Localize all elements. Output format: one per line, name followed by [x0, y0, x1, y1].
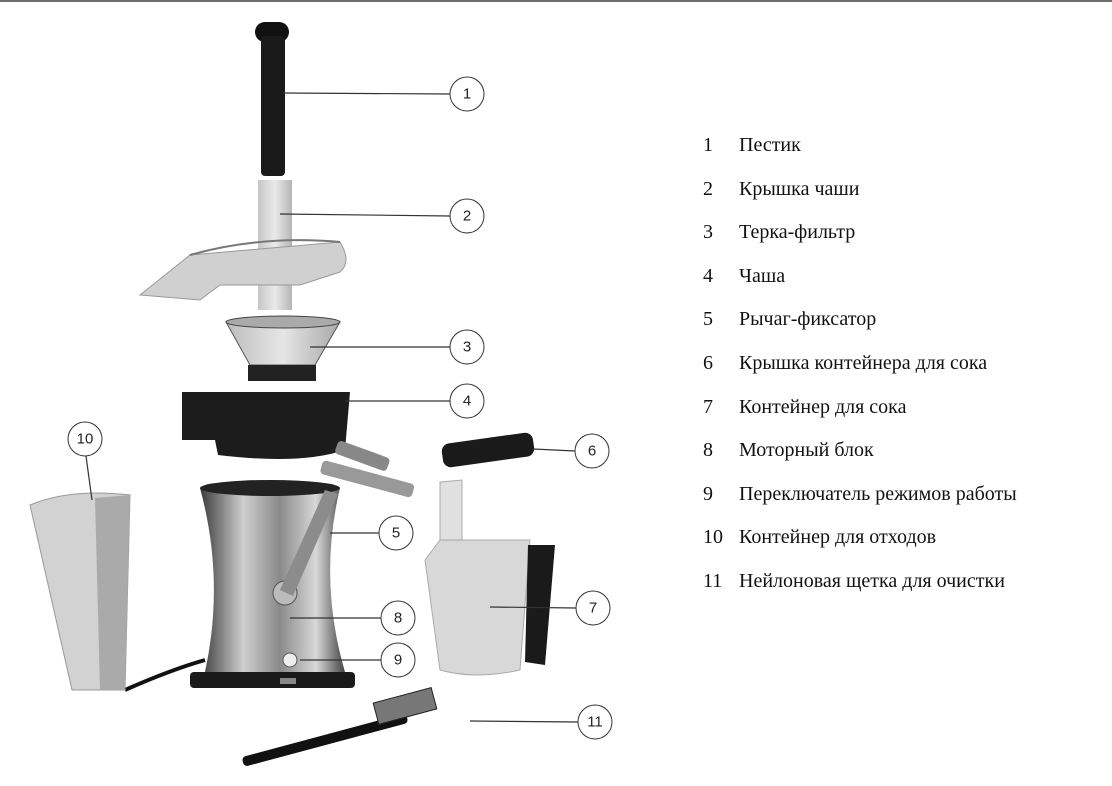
legend-item: 7 Контейнер для сока	[703, 396, 1017, 440]
legend-item: 10 Контейнер для отходов	[703, 526, 1017, 570]
callout-10: 10	[67, 421, 103, 457]
legend-item: 8 Моторный блок	[703, 439, 1017, 483]
legend-label: Переключатель режимов работы	[739, 482, 1017, 505]
part-grater-filter	[225, 315, 341, 381]
svg-text:9: 9	[394, 652, 402, 669]
svg-text:2: 2	[463, 208, 471, 225]
legend-num: 10	[703, 526, 723, 549]
legend-num: 11	[703, 569, 723, 592]
svg-text:10: 10	[77, 431, 94, 448]
svg-text:1: 1	[463, 86, 471, 103]
callout-5: 5	[378, 515, 414, 551]
callout-7: 7	[575, 590, 611, 626]
callout-8: 8	[380, 600, 416, 636]
part-bowl-lid	[138, 180, 347, 310]
legend-item: 6 Крышка контейнера для сока	[703, 352, 1017, 396]
legend-item: 3 Терка-фильтр	[703, 221, 1017, 265]
legend-label: Контейнер для сока	[739, 395, 907, 418]
part-pusher	[255, 22, 289, 176]
legend-item: 9 Переключатель режимов работы	[703, 483, 1017, 527]
legend-item: 1 Пестик	[703, 134, 1017, 178]
callout-4: 4	[449, 383, 485, 419]
legend-item: 5 Рычаг-фиксатор	[703, 308, 1017, 352]
legend-label: Крышка контейнера для сока	[739, 351, 988, 374]
legend-label: Крышка чаши	[739, 177, 860, 200]
legend-num: 3	[703, 221, 713, 244]
legend-label: Пестик	[739, 134, 801, 156]
legend-item: 11 Нейлоновая щетка для очистки	[703, 570, 1017, 614]
svg-text:6: 6	[588, 443, 596, 460]
leader-lines	[85, 92, 579, 723]
legend-num: 5	[703, 308, 713, 331]
legend-num: 7	[703, 395, 713, 418]
legend-num: 9	[703, 482, 713, 505]
legend-num: 6	[703, 351, 713, 374]
legend-label: Нейлоновая щетка для очистки	[739, 569, 1005, 592]
svg-text:11: 11	[587, 714, 603, 731]
svg-text:3: 3	[463, 339, 471, 356]
part-juice-container-lid	[441, 432, 535, 468]
part-cleaning-brush	[242, 686, 438, 766]
legend-num: 1	[703, 134, 713, 156]
power-cord	[124, 658, 206, 692]
legend-item: 4 Чаша	[703, 265, 1017, 309]
legend-num: 2	[703, 177, 713, 200]
callout-9: 9	[380, 642, 416, 678]
parts-legend: 1 Пестик 2 Крышка чаши 3 Терка-фильтр 4 Чаша…	[703, 134, 1017, 614]
part-locking-lever	[280, 460, 415, 596]
legend-label: Терка-фильтр	[739, 221, 856, 244]
callout-3: 3	[449, 329, 485, 365]
legend-item: 2 Крышка чаши	[703, 178, 1017, 222]
legend-num: 4	[703, 264, 713, 287]
callout-6: 6	[574, 433, 610, 469]
callout-1: 1	[449, 76, 485, 112]
legend-label: Чаша	[739, 264, 786, 287]
top-rule	[0, 0, 1112, 2]
legend-label: Моторный блок	[739, 439, 874, 462]
svg-text:8: 8	[394, 610, 402, 627]
svg-text:4: 4	[463, 393, 471, 410]
svg-text:7: 7	[589, 600, 597, 617]
part-bowl	[182, 392, 390, 471]
legend-label: Рычаг-фиксатор	[739, 308, 877, 331]
part-juice-container	[424, 479, 555, 676]
svg-text:5: 5	[392, 525, 400, 542]
callout-11: 11	[577, 704, 613, 740]
part-pulp-container	[29, 492, 131, 691]
callout-2: 2	[449, 198, 485, 234]
legend-label: Контейнер для отходов	[739, 526, 937, 549]
legend-num: 8	[703, 439, 713, 462]
